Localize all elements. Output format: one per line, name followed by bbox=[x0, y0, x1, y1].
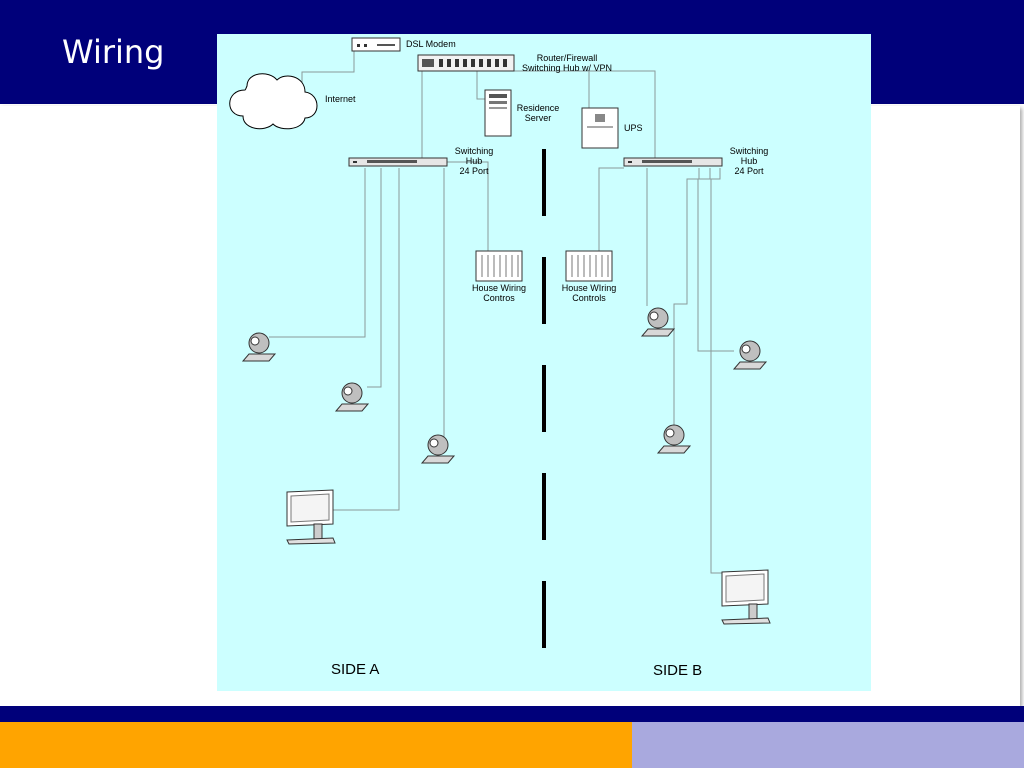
camera-icon bbox=[334, 382, 370, 412]
house-wiring-controls-b-icon bbox=[565, 250, 613, 282]
footer-right-band bbox=[632, 722, 1024, 768]
hub-a-label-line1: Switching bbox=[455, 146, 494, 156]
controls-b-label-line1: House WIring bbox=[562, 283, 617, 293]
controls-a-label-line2: Contros bbox=[483, 293, 515, 303]
controls-b-label-line2: Controls bbox=[572, 293, 606, 303]
router-label-line2: Switching Hub w/ VPN bbox=[522, 63, 612, 73]
internet-cloud-icon bbox=[229, 73, 318, 130]
dsl-modem-icon bbox=[351, 37, 401, 52]
connection-lines bbox=[269, 50, 734, 574]
side-b-label: SIDE B bbox=[653, 662, 702, 679]
side-divider bbox=[542, 149, 546, 648]
house-wiring-controls-a-icon bbox=[475, 250, 523, 282]
bottom-bar bbox=[0, 706, 1024, 722]
camera-icon bbox=[656, 424, 692, 454]
footer-left-band bbox=[0, 722, 632, 768]
side-a-label: SIDE A bbox=[331, 661, 379, 678]
slide-title: Wiring bbox=[62, 33, 165, 71]
camera-icon bbox=[420, 434, 456, 464]
server-label-line1: Residence bbox=[517, 103, 560, 113]
camera-icon bbox=[732, 340, 768, 370]
monitor-icon bbox=[286, 489, 336, 545]
internet-label: Internet bbox=[325, 94, 356, 104]
router-firewall-icon bbox=[417, 54, 515, 72]
ups-label: UPS bbox=[624, 123, 643, 133]
dsl-modem-label: DSL Modem bbox=[406, 39, 456, 49]
server-icon bbox=[484, 89, 512, 137]
hub-b-label-line2: Hub bbox=[741, 156, 758, 166]
hub-a-label-line3: 24 Port bbox=[459, 166, 489, 176]
camera-icon bbox=[640, 307, 676, 337]
hub-a-label-line2: Hub bbox=[466, 156, 483, 166]
switching-hub-b-icon bbox=[623, 157, 723, 167]
monitor-icon bbox=[721, 569, 771, 625]
server-label-line2: Server bbox=[525, 113, 552, 123]
hub-b-label-line1: Switching bbox=[730, 146, 769, 156]
ups-icon bbox=[581, 107, 619, 149]
camera-icon bbox=[241, 332, 277, 362]
controls-a-label-line1: House Wiring bbox=[472, 283, 526, 293]
router-label-line1: Router/Firewall bbox=[537, 53, 598, 63]
hub-b-label-line3: 24 Port bbox=[734, 166, 764, 176]
wiring-diagram: DSL Modem Router/Firewall Switching Hub … bbox=[217, 34, 871, 691]
switching-hub-a-icon bbox=[348, 157, 448, 167]
